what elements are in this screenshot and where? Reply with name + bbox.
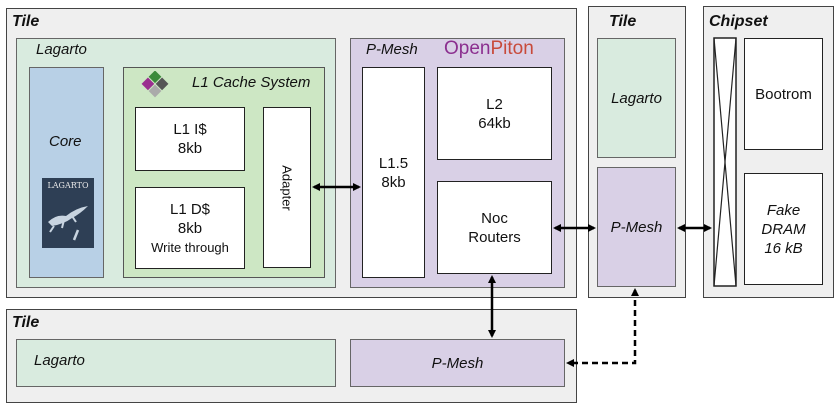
l1-dcache-label: L1 D$ bbox=[169, 200, 211, 218]
l15-size: 8kb bbox=[381, 173, 406, 191]
noc-label: Noc bbox=[481, 209, 508, 227]
right-lagarto-block: Lagarto bbox=[597, 38, 676, 158]
dram-line2: DRAM bbox=[761, 220, 806, 238]
l1-dcache-policy: Write through bbox=[151, 239, 229, 255]
l1-dcache-block: L1 D$ 8kb Write through bbox=[135, 187, 245, 269]
lizard-icon bbox=[48, 206, 88, 241]
fake-dram-block: Fake DRAM 16 kB bbox=[744, 173, 823, 285]
openpiton-piton: Piton bbox=[490, 38, 534, 59]
l15-label: L1.5 bbox=[378, 154, 409, 172]
l15-block: L1.5 8kb bbox=[362, 67, 425, 278]
right-tile-title: Tile bbox=[609, 13, 637, 30]
bottom-lagarto-label: Lagarto bbox=[34, 352, 85, 369]
lagarto-logo: LAGARTO bbox=[42, 178, 94, 248]
right-tile-bottom-pmesh-dashed-arrow bbox=[566, 288, 639, 367]
bottom-pmesh-block: P-Mesh bbox=[350, 339, 565, 387]
l2-block: L2 64kb bbox=[437, 67, 552, 160]
chipset-title: Chipset bbox=[709, 13, 768, 30]
bootrom-label: Bootrom bbox=[755, 85, 812, 103]
lagarto-logo-text: LAGARTO bbox=[47, 181, 89, 190]
l2-size: 64kb bbox=[478, 114, 511, 132]
l1-cache-system-title: L1 Cache System bbox=[192, 74, 311, 91]
lagarto-title: Lagarto bbox=[36, 41, 87, 58]
right-pmesh-block: P-Mesh bbox=[597, 167, 676, 287]
bottom-lagarto-block bbox=[16, 339, 336, 387]
dram-line1: Fake bbox=[766, 201, 801, 219]
l1-icache-label: L1 I$ bbox=[173, 121, 207, 138]
main-tile-title: Tile bbox=[12, 13, 40, 30]
right-lagarto-label: Lagarto bbox=[611, 89, 662, 107]
pmesh-title: P-Mesh bbox=[366, 41, 418, 58]
l1-dcache-size: 8kb bbox=[177, 219, 203, 237]
adapter-block: Adapter bbox=[263, 107, 311, 268]
bottom-tile-title: Tile bbox=[12, 314, 40, 331]
bootrom-block: Bootrom bbox=[744, 38, 823, 150]
bottom-pmesh-label: P-Mesh bbox=[431, 354, 484, 372]
right-pmesh-label: P-Mesh bbox=[610, 218, 663, 236]
core-label: Core bbox=[49, 133, 82, 150]
chipset-crossbar bbox=[713, 37, 737, 287]
l2-label: L2 bbox=[486, 95, 503, 113]
l1-icache-size: 8kb bbox=[177, 140, 203, 157]
routers-label: Routers bbox=[468, 228, 521, 246]
openpiton-logo: OpenPiton bbox=[444, 38, 534, 60]
cache-logo-icon bbox=[141, 71, 169, 98]
l1-icache-block: L1 I$ 8kb bbox=[135, 107, 245, 171]
dram-line3: 16 kB bbox=[764, 239, 803, 257]
noc-routers-block: Noc Routers bbox=[437, 181, 552, 274]
openpiton-open: Open bbox=[444, 38, 491, 59]
